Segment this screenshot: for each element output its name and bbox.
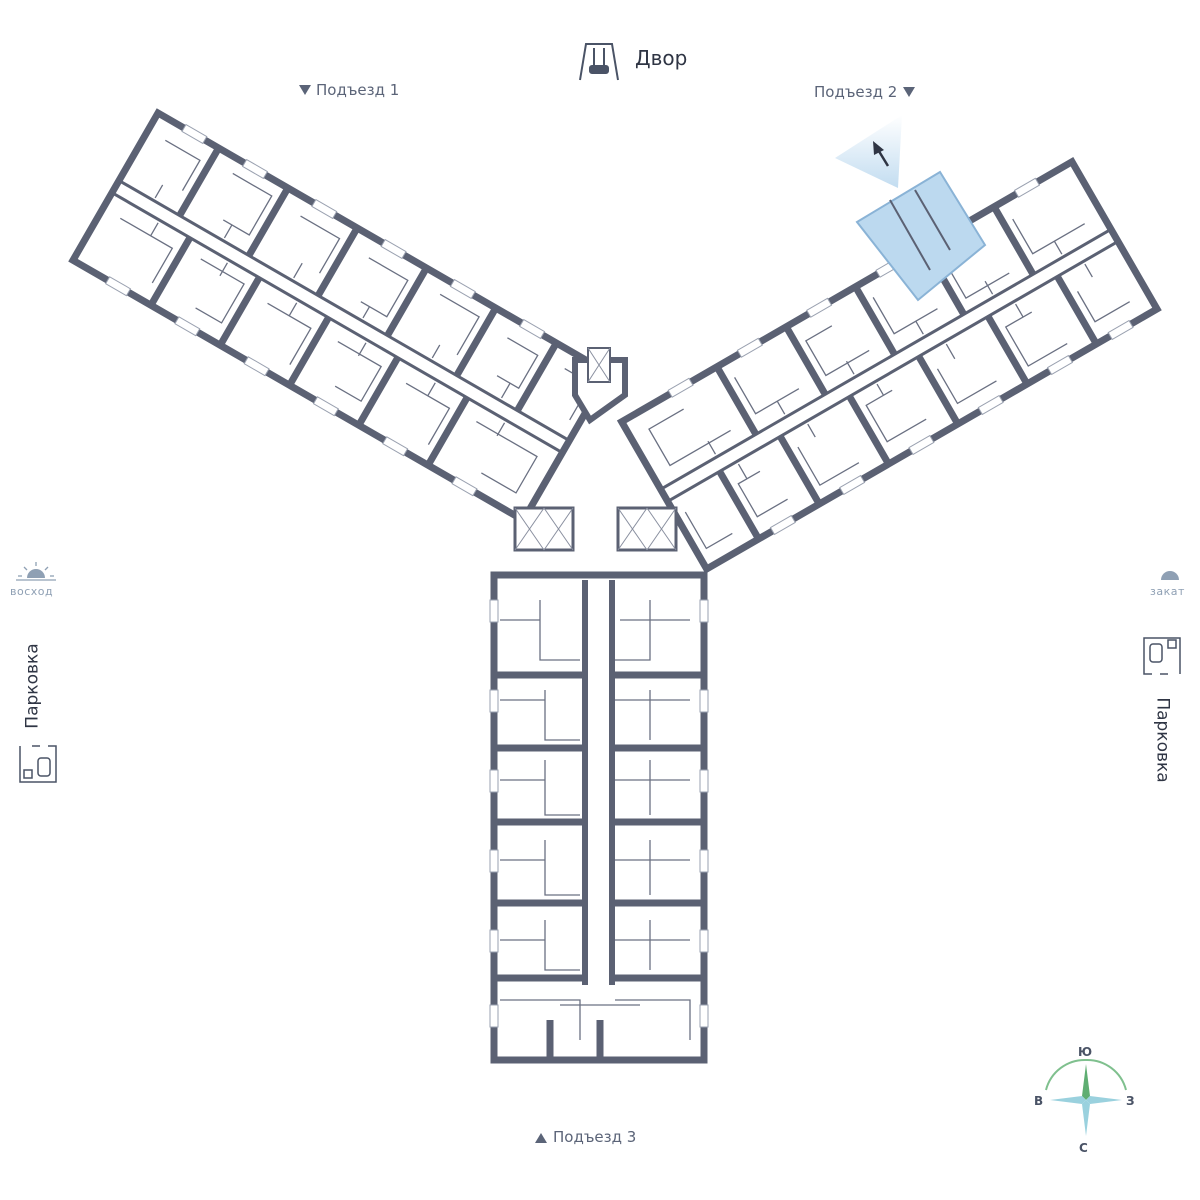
view-direction-arrow-icon <box>835 115 902 188</box>
entrance-1-label[interactable]: Подъезд 1 <box>316 81 400 99</box>
compass-west-label: В <box>1034 1094 1044 1108</box>
compass-north-label: Ю <box>1078 1045 1093 1059</box>
yard-label: Двор <box>635 46 688 70</box>
sunrise-icon <box>16 562 56 581</box>
entrance-1-marker-icon <box>299 85 311 95</box>
sunset-label: закат <box>1150 585 1185 598</box>
selected-unit-interior <box>889 189 951 271</box>
parking-icon <box>1143 637 1181 675</box>
parking-left-label: Парковка <box>22 643 43 729</box>
selected-unit[interactable] <box>855 170 987 302</box>
wing-entrance-1 <box>68 108 614 526</box>
swing-icon <box>579 43 619 81</box>
sunset-icon <box>1161 571 1179 580</box>
parking-icon <box>19 745 57 783</box>
entrance-3-label[interactable]: Подъезд 3 <box>553 1128 637 1146</box>
compass-east-label: З <box>1126 1094 1135 1108</box>
compass-rose-icon <box>1045 1058 1127 1136</box>
wing-entrance-3 <box>489 571 709 1064</box>
central-core <box>513 347 678 552</box>
entrance-2-label[interactable]: Подъезд 2 <box>814 83 898 101</box>
entrance-3-marker-icon <box>535 1133 547 1143</box>
sunrise-label: восход <box>10 585 54 598</box>
parking-right-label: Парковка <box>1152 697 1173 783</box>
compass-south-label: С <box>1079 1141 1088 1155</box>
entrance-2-marker-icon <box>903 87 915 97</box>
